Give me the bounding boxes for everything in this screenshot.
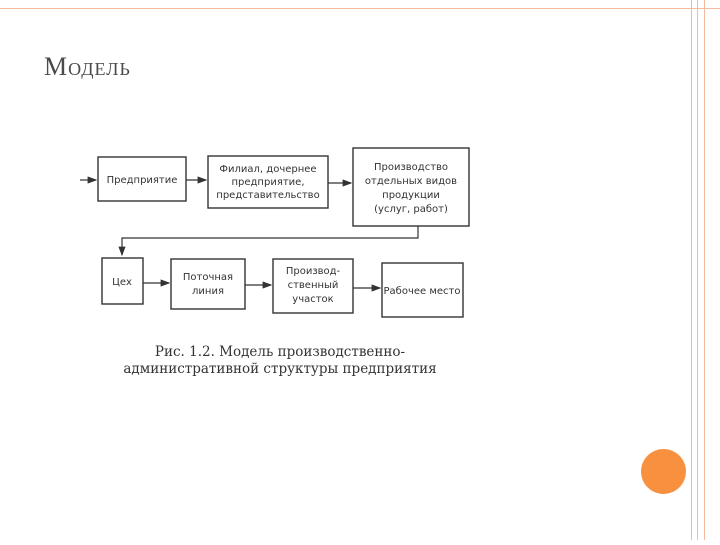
box-workshop: Цех: [101, 257, 144, 305]
decorative-circle: [641, 449, 686, 494]
frame-right-line-3: [704, 0, 705, 540]
box-production: Производство отдельных видов продукции (…: [352, 147, 470, 227]
box-section: Производ- ственный участок: [272, 258, 354, 314]
arrow-production-workshop: [118, 226, 419, 257]
box-branch-line-3: представительство: [216, 190, 319, 201]
box-section-line-3: участок: [292, 294, 333, 305]
box-production-line-4: (услуг, работ): [374, 204, 448, 215]
box-branch-line-1: Филиал, дочернее: [219, 164, 316, 175]
box-line: Поточная линия: [170, 258, 246, 310]
box-branch-line-2: предприятие,: [231, 177, 304, 188]
frame-right-line-2: [697, 0, 698, 540]
box-line-line-2: линия: [192, 286, 224, 297]
box-section-line-1: Производ-: [286, 266, 341, 277]
box-production-line-1: Производство: [374, 162, 448, 173]
box-production-line-3: продукции: [382, 190, 440, 201]
slide-title: Модель: [44, 52, 131, 81]
box-workplace: Рабочее место: [381, 262, 464, 318]
frame-right-line-1: [691, 0, 692, 540]
box-enterprise-label: Предприятие: [107, 175, 178, 186]
figure-caption: Рис. 1.2. Модель производственно-админис…: [123, 344, 437, 377]
box-production-line-2: отдельных видов: [365, 176, 457, 187]
box-line-line-1: Поточная: [183, 272, 233, 283]
box-section-line-2: ственный: [288, 280, 339, 291]
frame-top-line: [0, 8, 720, 9]
box-branch: Филиал, дочернее предприятие, представит…: [207, 155, 329, 209]
box-workshop-label: Цех: [112, 277, 132, 288]
box-workplace-label: Рабочее место: [384, 286, 461, 297]
box-enterprise: Предприятие: [97, 156, 187, 202]
flow-arrows: [80, 176, 419, 292]
